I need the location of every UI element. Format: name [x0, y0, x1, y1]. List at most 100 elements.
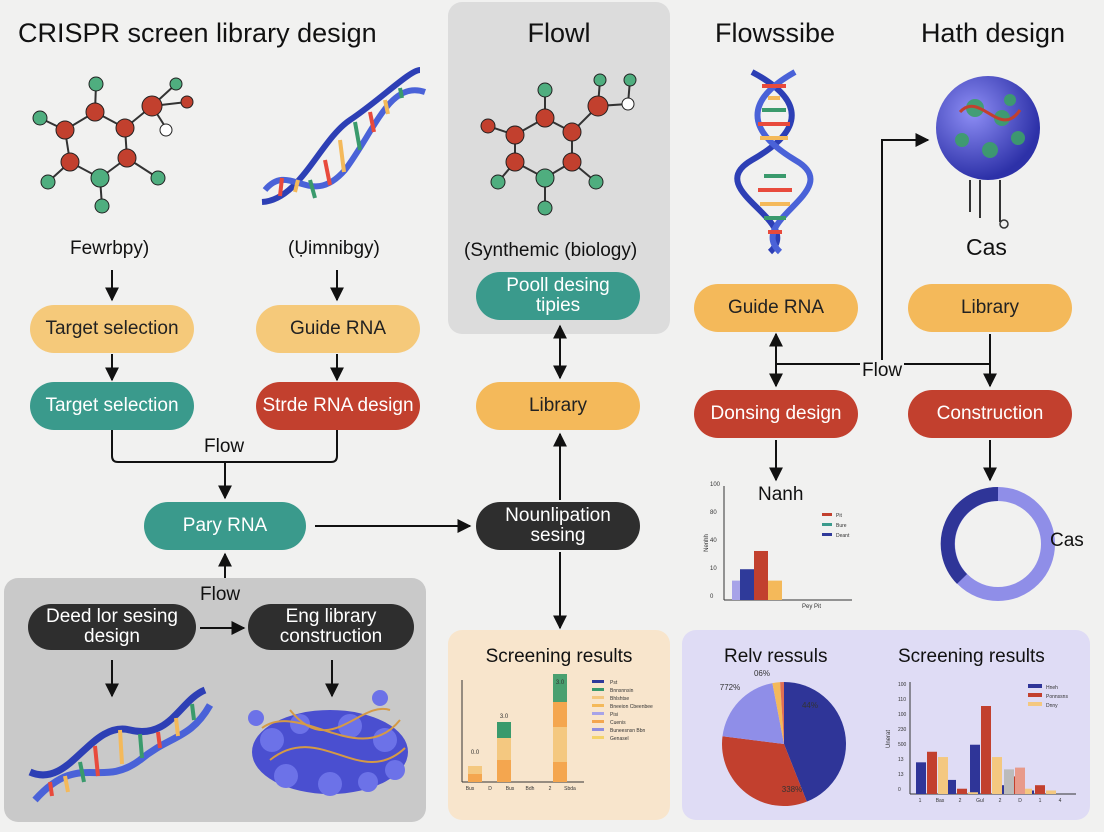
chart-nanh-ytick: 10: [710, 566, 717, 572]
chart-pie-slice: [772, 682, 784, 744]
chart-screening-left-legend-swatch: [592, 728, 604, 731]
label-cas-ring: Cas: [1050, 530, 1084, 551]
chart-screening-left-legend-label: Bnnsnnsin: [610, 688, 634, 694]
chart-screening-left-legend-swatch: [592, 720, 604, 723]
chart-screening-right-bar: [992, 757, 1002, 794]
chart-screening-right-bar: [957, 788, 967, 794]
dna-helix-bottom-icon: [28, 686, 214, 803]
chart-screening-left-xtick: Sbda: [564, 786, 576, 792]
chart-pie-slice: [780, 682, 784, 744]
chart-screening-right-legend-label: Ponnssns: [1046, 694, 1068, 700]
label-synthetic-biology: (Synthemic (biology): [464, 240, 638, 261]
chart-screening-left-legend-label: Pst: [610, 680, 618, 686]
construction-box: Construction: [908, 390, 1072, 438]
chart-screening-right-bar: [968, 792, 978, 794]
chart-screening-left-xtick: D: [488, 786, 492, 792]
chart-nanh-bar: [754, 550, 768, 600]
chart-nanh-bar: [740, 569, 754, 600]
chart-screening-left-bar-segment: [497, 738, 511, 760]
library-box-mid: Library: [476, 382, 640, 430]
chart-screening-right-legend-swatch: [1028, 693, 1042, 697]
chart-nanh-legend-swatch: [822, 533, 832, 536]
chart-screening-right-bar: [1022, 788, 1032, 794]
chart-screening-right-ytick: 500: [898, 742, 907, 748]
eng-library-construction-box: Eng library construction: [248, 604, 414, 650]
chart-screening-right-bar: [1004, 769, 1014, 794]
target-selection-box-2: Target selection: [30, 382, 194, 430]
chart-screening-right-xtick: 2: [959, 798, 962, 804]
chart-screening-left-xtick: Bus: [466, 786, 475, 792]
chart-nanh-ytick: 80: [710, 510, 717, 516]
label-flow-mid: Flow: [200, 584, 241, 605]
chart-screening-left-legend-label: Genasel: [610, 736, 629, 742]
chart-screening-right-xtick: Gul: [976, 798, 984, 804]
chart-pie-slice: [722, 683, 784, 744]
cas-protein-icon: [936, 76, 1040, 229]
dna-helix-vertical-icon: [734, 69, 814, 255]
chart-screening-right-xtick: 2: [999, 798, 1002, 804]
chart-screening-left-bar-segment: [497, 760, 511, 782]
guide-rna-box-left: Guide RNA: [256, 305, 420, 353]
chart-screening-left-legend-swatch: [592, 712, 604, 715]
chart-right-ylabel: Unerat: [886, 729, 893, 749]
chart-screening-right-ytick: 100: [898, 682, 907, 688]
chart-screening-right-legend-label: Hneh: [1046, 685, 1058, 691]
chart-screening-right-ytick: 230: [898, 727, 907, 733]
pary-rna-box: Pary RNA: [144, 502, 306, 550]
chart-screening-left-legend-label: Pisi: [610, 712, 618, 718]
chart-screening-left-data-label: 3.0: [556, 680, 565, 686]
chart-screening-right-bar: [916, 762, 926, 794]
chart-screening-right-ytick: 110: [898, 697, 906, 703]
chart-screening-right-xtick: 4: [1059, 798, 1062, 804]
chart-screening-right-bar: [938, 757, 948, 794]
chart-screening-left-legend-swatch: [592, 704, 604, 707]
chart-nanh-legend-label: Bure: [836, 523, 847, 529]
hath-design-title: Hath design: [920, 18, 1066, 48]
donsing-design-box: Donsing design: [694, 390, 858, 438]
chart-screening-right-xtick: D: [1018, 798, 1022, 804]
chart-screening-left-legend-label: Bhlshtse: [610, 696, 629, 702]
target-selection-box: Target selection: [30, 305, 194, 353]
chart-screening-right-bar: [1035, 785, 1045, 794]
chart-nanh-bar: [768, 580, 782, 600]
chart-screening-right-xtick: 1: [1039, 798, 1042, 804]
chart-pie-label: 772%: [720, 683, 740, 692]
label-uimnibgy: (Ụimnibgy): [288, 238, 380, 259]
chart-screening-left-xtick: 2: [549, 786, 552, 792]
label-fewrbpy: Fewrbpy): [70, 238, 150, 259]
molecule-left-icon: [32, 76, 194, 214]
screening-results-title-left: Screening results: [485, 646, 633, 667]
chart-nanh-title: Nanh: [758, 484, 804, 505]
chart-screening-right-bar: [927, 751, 937, 794]
strde-rna-design-box: Strde RNA design: [256, 382, 420, 430]
cas-ring-chart: [940, 486, 1055, 601]
label-flow-left: Flow: [204, 436, 245, 457]
main-title: CRISPR screen library design: [18, 18, 377, 48]
chart-pie-label: 44%: [802, 701, 818, 710]
deed-sesing-design-box: Deed lor sesing design: [28, 604, 196, 650]
chart-screening-left-legend-label: Bneeion Cbeenbee: [610, 704, 653, 710]
chart-screening-left-legend-label: Cuenis: [610, 720, 626, 726]
chart-nanh-xlabel: Pey Pit: [802, 604, 822, 610]
chart-screening-left-legend-label: Buneesnsn Bbn: [610, 728, 646, 734]
chart-screening-right-bar: [981, 706, 991, 794]
chart-nanh-ytick: 40: [710, 538, 717, 544]
chart-screening-left-legend-swatch: [592, 736, 604, 739]
chart-nanh-legend-label: Deant: [836, 533, 850, 539]
library-box-right: Library: [908, 284, 1072, 332]
chart-screening-right-legend-label: Dnny: [1046, 703, 1058, 709]
chart-screening-left-xtick: Bus: [506, 786, 515, 792]
nounlipation-sesing-box: Nounlipation sesing: [476, 502, 640, 550]
chart-screening-left-data-label: 3.0: [500, 714, 509, 720]
dna-helix-top-icon: [261, 67, 426, 205]
pooll-desing-tipies-box: Pooll desing tipies: [476, 272, 640, 320]
chart-screening-right-ytick: 100: [898, 712, 907, 718]
chart-screening-right-legend-swatch: [1028, 684, 1042, 688]
flowl-title: Flowl: [527, 18, 591, 48]
chart-screening-right-xtick: 1: [919, 798, 922, 804]
label-flow-right: Flow: [860, 360, 905, 382]
chart-screening-left-bar-segment: [553, 702, 567, 727]
flowssibe-title: Flowssibe: [714, 18, 836, 48]
chart-screening-right-bar: [1015, 767, 1025, 794]
